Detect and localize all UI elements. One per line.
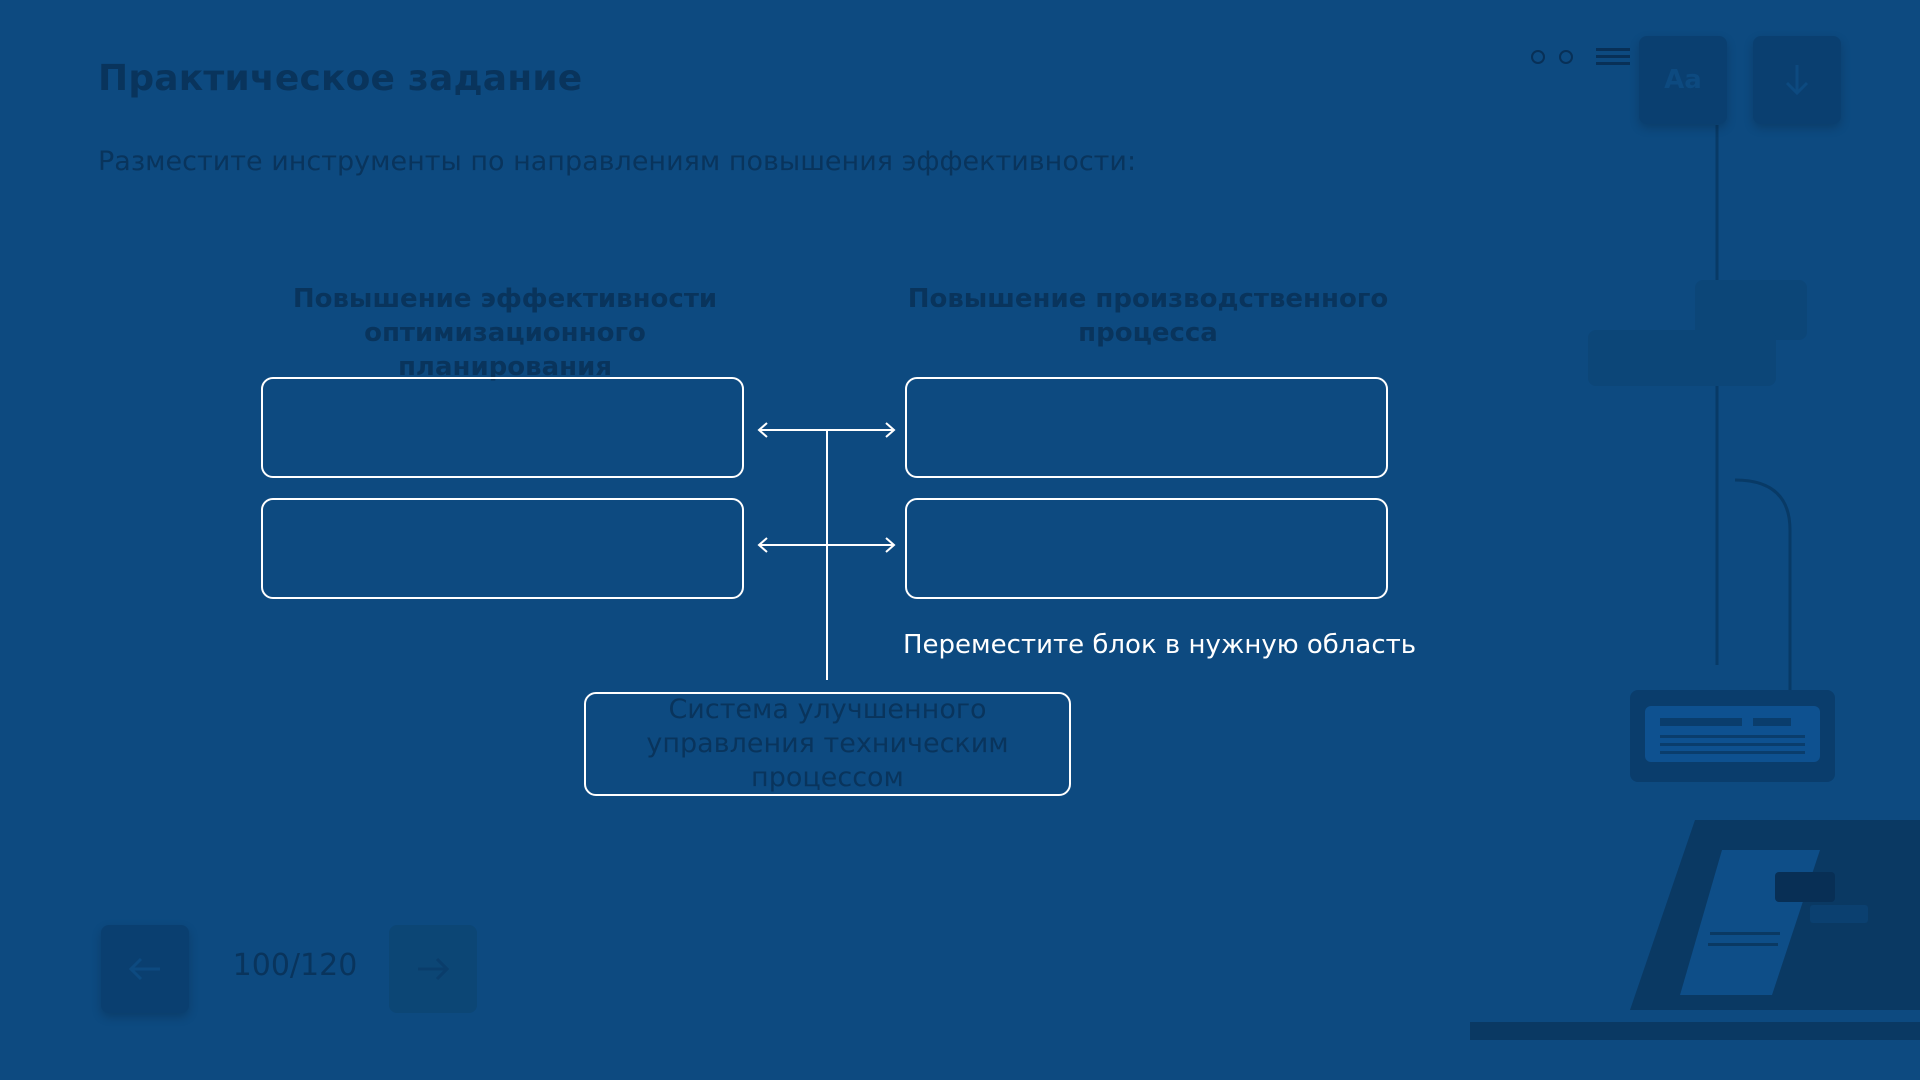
arrow-left-icon xyxy=(128,957,160,981)
menu-icon[interactable] xyxy=(1596,48,1630,68)
circle-icon[interactable] xyxy=(1559,50,1573,64)
column-heading-production: Повышение производственного процесса xyxy=(907,284,1389,348)
page-title: Практическое задание xyxy=(98,58,583,99)
drop-zone-production-2[interactable] xyxy=(905,498,1388,599)
drop-zone-planning-1[interactable] xyxy=(261,377,744,478)
font-size-label: Aa xyxy=(1664,65,1702,95)
drag-hint: Переместите блок в нужную область xyxy=(903,630,1417,660)
instruction-text: Разместите инструменты по направлениям п… xyxy=(98,146,1137,177)
page-counter: 100/120 xyxy=(232,948,358,983)
circle-icon[interactable] xyxy=(1531,50,1545,64)
drop-zone-planning-2[interactable] xyxy=(261,498,744,599)
next-button[interactable] xyxy=(389,925,477,1013)
draggable-block-label: Система улучшенного управления техническ… xyxy=(646,694,1009,793)
arrow-right-icon xyxy=(418,957,450,981)
download-icon xyxy=(1785,65,1809,96)
column-heading-planning: Повышение эффективности оптимизационного… xyxy=(292,284,718,382)
download-button[interactable] xyxy=(1753,36,1841,124)
font-size-button[interactable]: Aa xyxy=(1639,36,1727,124)
drop-zone-production-1[interactable] xyxy=(905,377,1388,478)
draggable-block[interactable]: Система улучшенного управления техническ… xyxy=(584,692,1071,796)
prev-button[interactable] xyxy=(101,925,189,1013)
